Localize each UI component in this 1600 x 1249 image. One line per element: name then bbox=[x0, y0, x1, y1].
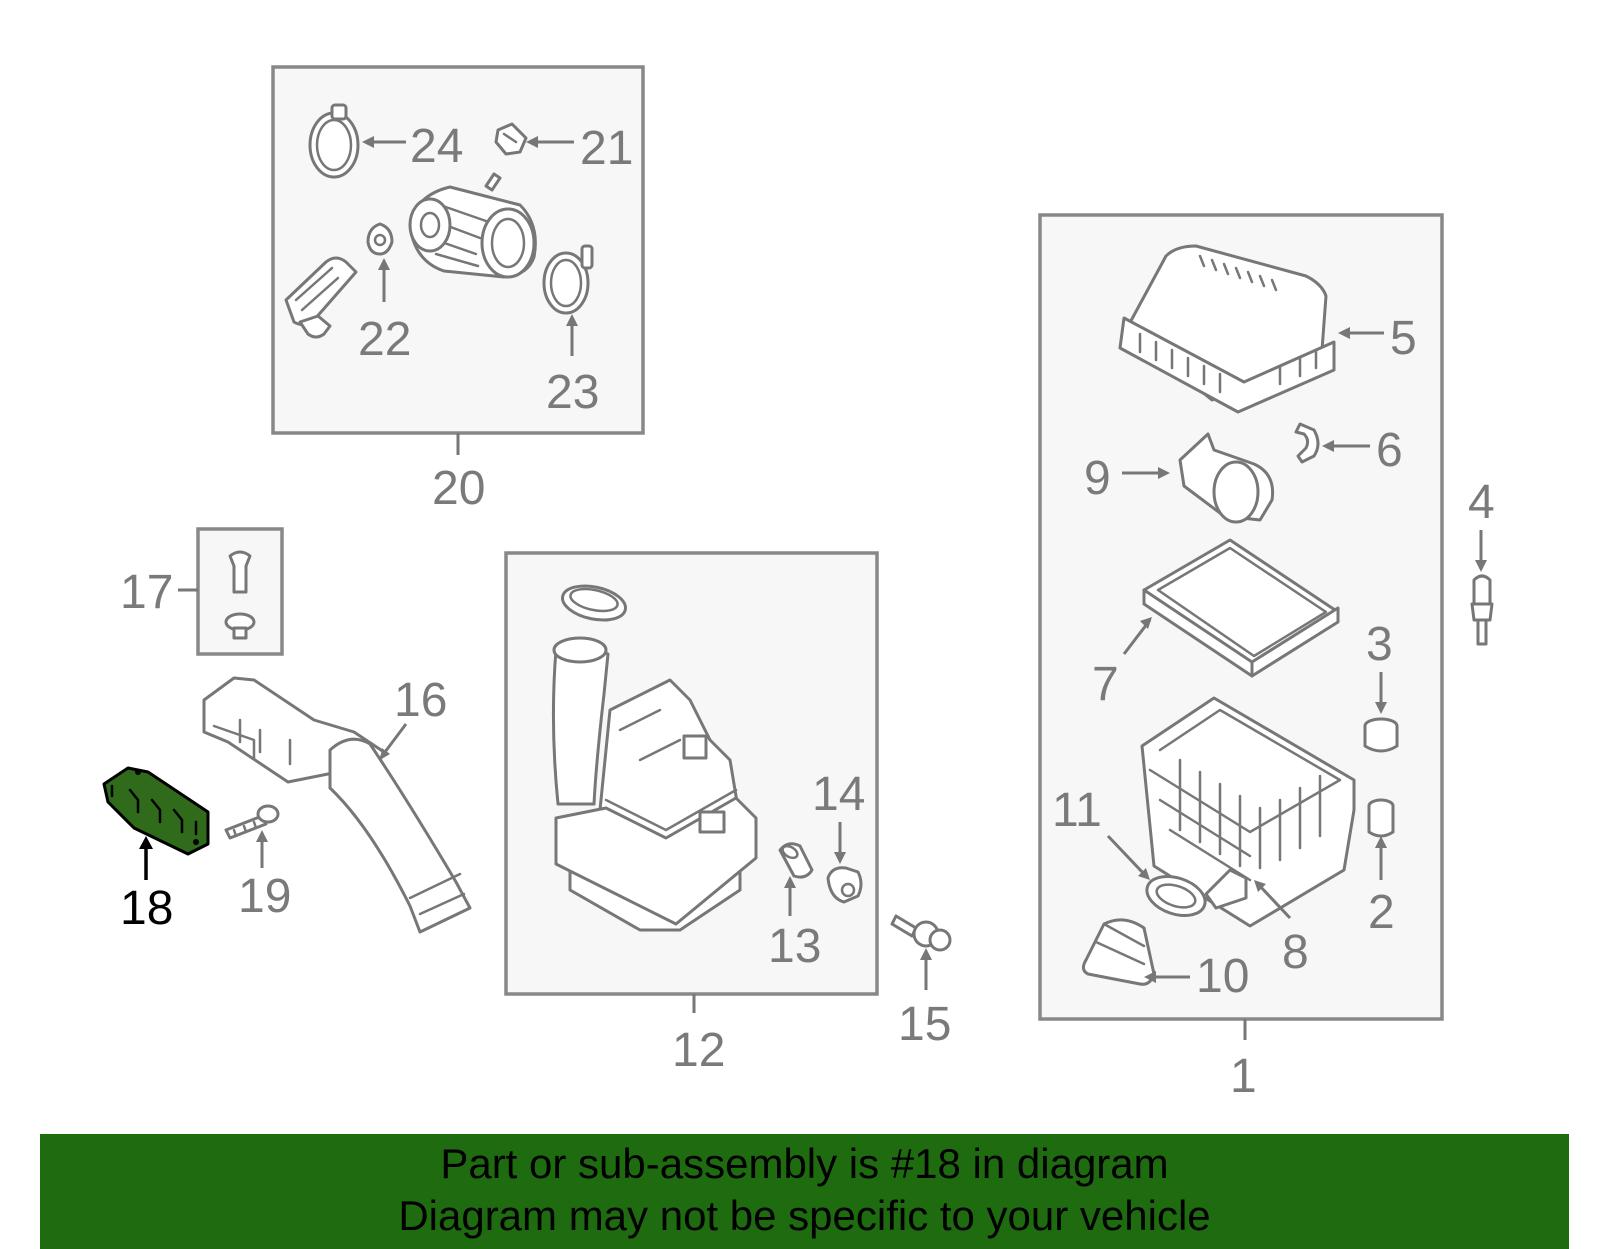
callout-14: 14 bbox=[812, 768, 865, 821]
callout-22: 22 bbox=[358, 313, 411, 366]
callout-15: 15 bbox=[898, 998, 951, 1051]
part-21-clip bbox=[494, 122, 528, 156]
callout-13: 13 bbox=[768, 920, 821, 973]
callout-10: 10 bbox=[1196, 950, 1249, 1003]
leader-lines bbox=[139, 136, 1487, 990]
info-banner: Part or sub-assembly is #18 in diagram D… bbox=[40, 1134, 1569, 1249]
callout-8: 8 bbox=[1282, 926, 1309, 979]
banner-line-1: Part or sub-assembly is #18 in diagram bbox=[440, 1140, 1169, 1187]
callout-6: 6 bbox=[1376, 424, 1403, 477]
callout-23: 23 bbox=[546, 366, 599, 419]
part-18-highlighted[interactable] bbox=[102, 766, 210, 856]
callout-3: 3 bbox=[1366, 618, 1393, 671]
part-air-intake-hose bbox=[408, 172, 537, 279]
part-3-grommet bbox=[1363, 717, 1399, 753]
callout-5: 5 bbox=[1390, 312, 1417, 365]
callout-12: 12 bbox=[672, 1024, 725, 1077]
part-6-clip bbox=[1294, 422, 1320, 464]
part-4-bolt bbox=[1470, 574, 1494, 646]
callout-16: 16 bbox=[394, 674, 447, 727]
part-13-bushing bbox=[778, 842, 814, 879]
callout-1: 1 bbox=[1230, 1050, 1257, 1103]
part-14-grommet bbox=[826, 866, 863, 904]
part-5-upper-cover bbox=[1118, 244, 1336, 414]
part-resonator-duct bbox=[284, 256, 358, 339]
part-22-sensor bbox=[366, 222, 394, 256]
part-15-bolt bbox=[890, 914, 952, 952]
part-resonator-cap bbox=[561, 584, 627, 622]
callout-20: 20 bbox=[432, 462, 485, 515]
callout-2: 2 bbox=[1368, 886, 1395, 939]
part-8-lower-case bbox=[1140, 696, 1356, 928]
part-24-clamp bbox=[308, 103, 360, 179]
callout-11: 11 bbox=[1052, 784, 1102, 837]
part-17-fasteners bbox=[224, 550, 256, 640]
part-2-bushing bbox=[1367, 798, 1395, 838]
part-16-air-duct bbox=[202, 676, 472, 934]
part-10-duct bbox=[1081, 918, 1156, 986]
callout-19: 19 bbox=[238, 870, 291, 923]
part-12-resonator-box bbox=[551, 636, 758, 932]
callout-9: 9 bbox=[1084, 452, 1111, 505]
part-23-clamp bbox=[542, 244, 594, 315]
callout-17: 17 bbox=[120, 566, 173, 619]
part-7-filter bbox=[1142, 538, 1340, 678]
callout-24: 24 bbox=[410, 120, 463, 173]
callout-21: 21 bbox=[580, 122, 633, 175]
part-19-bolt bbox=[224, 804, 280, 840]
banner-line-2: Diagram may not be specific to your vehi… bbox=[398, 1192, 1211, 1239]
callout-18[interactable]: 18 bbox=[120, 882, 173, 935]
callout-7: 7 bbox=[1092, 658, 1119, 711]
part-11-seal bbox=[1145, 875, 1207, 917]
callout-4: 4 bbox=[1468, 476, 1495, 529]
part-9-sensor bbox=[1178, 432, 1275, 524]
